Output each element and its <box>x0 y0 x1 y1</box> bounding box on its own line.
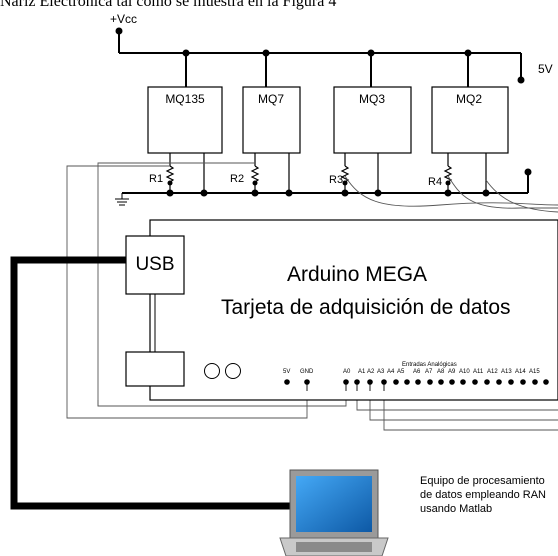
sensor-label-mq2: MQ2 <box>455 92 482 106</box>
pin-label-a7: A7 <box>425 369 433 375</box>
ground-bus <box>122 172 529 194</box>
pin-label-a6: A6 <box>413 369 421 375</box>
board-subtitle: Tarjeta de adquisición de datos <box>221 296 511 319</box>
power-jack <box>125 351 185 387</box>
led-indicator-1 <box>204 363 220 379</box>
pin-label-a4: A4 <box>387 369 395 375</box>
sensor-label-mq3: MQ3 <box>358 92 385 106</box>
analog-inputs-header: Entradas Analógicas <box>402 362 457 368</box>
sensor-box-mq3 <box>333 86 412 154</box>
pin-label-a12: A12 <box>487 369 498 375</box>
laptop-icon <box>279 469 389 556</box>
laptop-description: Equipo de procesamiento de datos emplean… <box>420 475 546 515</box>
pin-label-a8: A8 <box>437 369 445 375</box>
sensor-box-mq2 <box>431 86 509 154</box>
sensor-label-mq135: MQ135 <box>165 92 205 106</box>
sensor-label-mq7: MQ7 <box>257 92 284 106</box>
usb-cable <box>10 256 290 510</box>
pin-label-a13: A13 <box>501 369 512 375</box>
pin-label-gnd: GND <box>300 369 314 375</box>
sensor-box-mq7 <box>242 86 301 154</box>
pin-label-a2: A2 <box>367 369 375 375</box>
vcc-nodes <box>115 27 525 84</box>
pin-label-a1: A1 <box>358 369 366 375</box>
vcc-supply-line <box>118 32 522 87</box>
bus-nodes <box>166 168 532 197</box>
top-caption: Nariz Electrónica tal como se muestra en… <box>0 0 337 10</box>
pin-label-a5: A5 <box>397 369 405 375</box>
5v-label: 5V <box>538 62 553 76</box>
resistor-label-r4: R4 <box>428 176 443 188</box>
pin-label-a14: A14 <box>515 369 526 375</box>
vcc-label: +Vcc <box>110 12 138 26</box>
pin-label-a0: A0 <box>343 369 351 375</box>
pin-label-a10: A10 <box>459 369 470 375</box>
pin-label-a15: A15 <box>529 369 540 375</box>
resistor-label-r3: R3 <box>329 174 344 186</box>
resistor-label-r1: R1 <box>149 173 164 185</box>
led-indicator-2 <box>225 363 241 379</box>
pin-label-a9: A9 <box>448 369 456 375</box>
ground-symbol <box>115 193 129 206</box>
resistor-label-r2: R2 <box>230 173 245 185</box>
usb-label: USB <box>135 254 175 275</box>
sensor-box-mq135 <box>147 86 223 154</box>
usb-box <box>125 235 185 295</box>
sensor-boxes <box>147 86 509 154</box>
pin-label-a3: A3 <box>377 369 385 375</box>
board-title: Arduino MEGA <box>287 263 428 286</box>
pin-label-5v: 5V <box>283 369 291 375</box>
pin-label-a11: A11 <box>473 369 484 375</box>
